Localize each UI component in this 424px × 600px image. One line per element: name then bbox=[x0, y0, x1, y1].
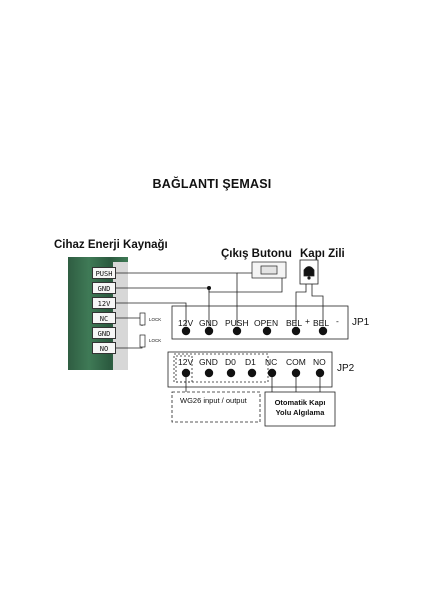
doorbell-label: Kapı Zili bbox=[300, 248, 345, 260]
jp2-pin-12v: 12V bbox=[178, 357, 194, 367]
wire-no bbox=[116, 340, 143, 349]
bell-icon bbox=[303, 266, 315, 277]
jp2-dot-no bbox=[315, 368, 325, 378]
jp1-pin-12v: 12V bbox=[178, 318, 194, 328]
jp1-dot-bel-minus bbox=[318, 326, 328, 336]
jp2-dot-gnd bbox=[204, 368, 214, 378]
jp1-pin-minus: - bbox=[336, 316, 339, 326]
jp1-pin-push: PUSH bbox=[225, 318, 249, 328]
jp2-pin-gnd: GND bbox=[199, 357, 218, 367]
lock-symbol-2 bbox=[139, 334, 146, 348]
jp2-dot-nc bbox=[267, 368, 277, 378]
jp2-pin-com: COM bbox=[286, 357, 306, 367]
jp2-pin-nc: NC bbox=[265, 357, 278, 367]
jp2-pin-d1: D1 bbox=[245, 357, 256, 367]
jp2-wiegand-dash bbox=[173, 353, 269, 383]
jp1-dot-bel-plus bbox=[291, 326, 301, 336]
lock-label-1: LOCK bbox=[149, 317, 162, 322]
psu-terminal-no: NO bbox=[92, 342, 116, 354]
psu-terminal-gnd: GND bbox=[92, 282, 116, 294]
jp1-pin-plus: + bbox=[305, 316, 310, 326]
jp2-pin-no: NO bbox=[313, 357, 326, 367]
jp1-dot-open bbox=[262, 326, 272, 336]
jp1-box bbox=[171, 305, 349, 340]
wire-gnd-to-button bbox=[208, 278, 283, 293]
jp2-dot-com bbox=[291, 368, 301, 378]
wire-12v bbox=[116, 302, 187, 326]
jp2-name: JP2 bbox=[337, 363, 355, 374]
wiegand-box bbox=[171, 391, 261, 423]
lock-symbol-1 bbox=[139, 312, 146, 326]
jp1-pin-bel: BEL bbox=[286, 318, 303, 328]
wire-bell-plus bbox=[295, 284, 307, 326]
auto-door-box bbox=[264, 391, 336, 427]
junction-dot bbox=[207, 286, 211, 290]
jp1-pin-gnd: GND bbox=[199, 318, 218, 328]
jp1-dot-push bbox=[232, 326, 242, 336]
psu-terminal-nc: NC bbox=[92, 312, 116, 324]
auto-door-label: Otomatik Kapı Yolu Algılama bbox=[274, 398, 326, 417]
jp2-dot-12v bbox=[181, 368, 191, 378]
wire-gnd bbox=[116, 287, 210, 326]
jp1-dot-gnd bbox=[204, 326, 214, 336]
wire-bell-minus bbox=[311, 284, 324, 326]
power-supply-label: Cihaz Enerji Kaynağı bbox=[54, 239, 168, 251]
wire-nc bbox=[116, 317, 143, 326]
jp2-dot-d1 bbox=[247, 368, 257, 378]
exit-button-label: Çıkış Butonu bbox=[221, 248, 292, 260]
jp2-box bbox=[167, 351, 333, 388]
jp1-pin-open: OPEN bbox=[254, 318, 279, 328]
psu-terminal-12v: 12V bbox=[92, 297, 116, 309]
exit-button-icon bbox=[260, 265, 278, 275]
psu-terminal-gnd-2: GND bbox=[92, 327, 116, 339]
power-supply-terminal-strip bbox=[113, 262, 128, 370]
jp1-dot-12v bbox=[181, 326, 191, 336]
jp1-pin-bel-2: BEL bbox=[313, 318, 330, 328]
jp1-name: JP1 bbox=[352, 317, 370, 328]
jp2-12v-dash bbox=[175, 355, 193, 383]
lock-label-2: LOCK bbox=[149, 338, 162, 343]
jp2-dot-d0 bbox=[226, 368, 236, 378]
wiegand-label: WG26 input / output bbox=[180, 396, 247, 405]
psu-terminal-push: PUSH bbox=[92, 267, 116, 279]
page-title: BAĞLANTI ŞEMASI bbox=[152, 177, 272, 191]
jp2-pin-d0: D0 bbox=[225, 357, 236, 367]
